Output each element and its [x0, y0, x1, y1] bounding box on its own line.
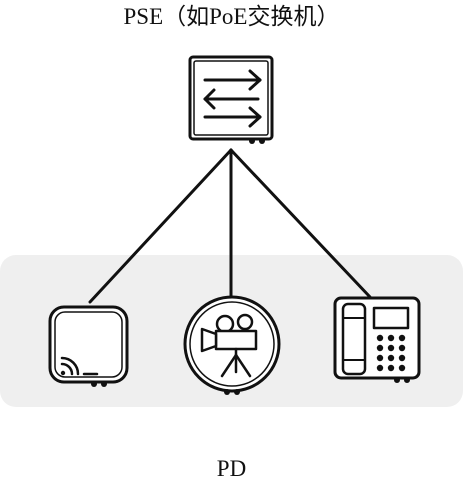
link-to-access-point: [88, 148, 233, 304]
video-camera-icon: [183, 295, 281, 395]
pd-label: PD: [216, 456, 247, 481]
switch-icon: [188, 55, 274, 144]
link-to-phone: [229, 148, 372, 299]
pse-label: PSE（如PoE交换机）: [123, 4, 340, 29]
ip-phone-icon: [333, 296, 421, 383]
wireless-access-point-icon: [48, 305, 129, 387]
connection-lines: [88, 148, 372, 306]
